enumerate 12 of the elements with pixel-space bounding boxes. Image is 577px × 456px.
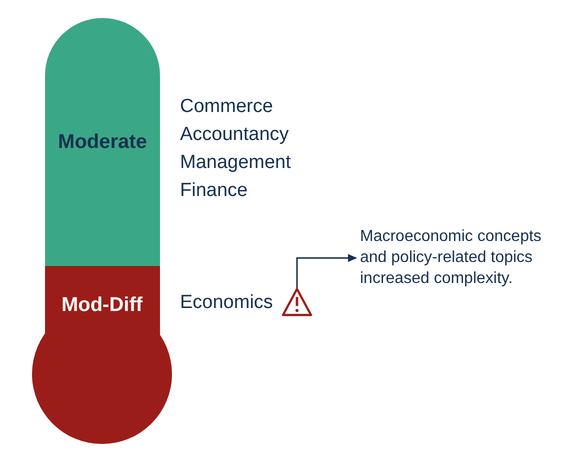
subject-label: Finance [180,179,248,203]
band-label: Moderate [58,130,147,155]
warning-icon [281,287,313,317]
band-label: Mod-Diff [61,293,143,318]
thermometer-bulb-band [32,266,172,444]
subject-label: Commerce [180,95,273,119]
subject-label: Accountancy [180,123,289,147]
subject-label: Management [180,151,291,175]
note-text: Macroeconomic concepts and policy-related topics increased complexity. [360,227,542,289]
arrow [296,254,357,288]
subject-label: Economics [180,291,273,315]
thermometer-upper-band [45,18,160,266]
